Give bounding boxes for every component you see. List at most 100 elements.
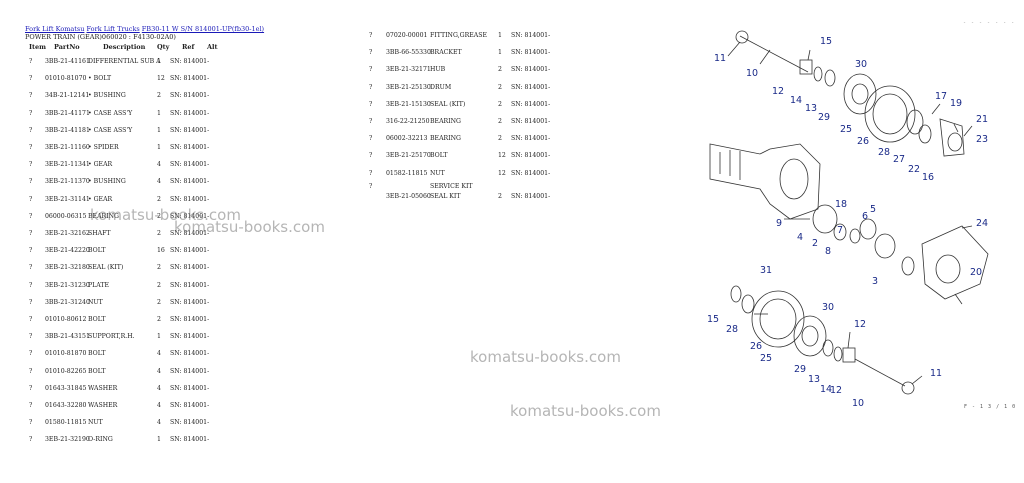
row-partno[interactable]: 3EB-21-32190 <box>45 436 90 444</box>
row-item: ? <box>29 436 33 444</box>
callout[interactable]: 30 <box>822 302 834 313</box>
callout[interactable]: 22 <box>908 164 920 175</box>
callout[interactable]: 9 <box>776 218 782 229</box>
row-ref: SN: 814001- <box>511 83 551 91</box>
row-description: WASHER <box>88 384 118 392</box>
row-partno[interactable]: 3EB-21-11370 <box>45 178 90 186</box>
callout[interactable]: 7 <box>837 225 843 236</box>
row-qty: 2 <box>157 316 161 323</box>
callout[interactable]: 10 <box>746 68 758 79</box>
kit-partno[interactable]: 3EB-21-05060 <box>386 193 431 200</box>
callout[interactable]: 30 <box>855 59 867 70</box>
row-partno[interactable]: 3EB-21-25170 <box>386 152 431 160</box>
row-description: SEAL (KIT) <box>88 264 124 272</box>
row-qty: 2 <box>157 92 161 100</box>
row-qty: 2 <box>157 264 161 272</box>
row-qty: 12 <box>157 75 165 83</box>
callout[interactable]: 23 <box>976 134 988 145</box>
callout[interactable]: 2 <box>812 238 818 249</box>
row-partno[interactable]: 316-22-21250 <box>386 118 430 125</box>
row-partno[interactable]: 01580-11815 <box>45 419 87 427</box>
callout[interactable]: 4 <box>797 232 803 243</box>
callout[interactable]: 14 <box>820 384 832 395</box>
callout[interactable]: 16 <box>922 172 934 183</box>
watermark: komatsu-books.com <box>90 206 241 224</box>
row-ref: SN: 814001- <box>170 126 210 134</box>
row-partno[interactable]: 01582-11815 <box>386 169 428 177</box>
breadcrumb-link-model[interactable]: FB30-11 W S/N 814001-UP(fb30-1el) <box>141 25 265 33</box>
row-partno[interactable]: 3BB-21-31240 <box>45 298 90 306</box>
callout[interactable]: 29 <box>818 112 830 123</box>
row-partno[interactable]: 3BB-21-41181 <box>45 126 90 134</box>
callout[interactable]: 26 <box>857 136 869 147</box>
row-partno[interactable]: 3EB-21-31230 <box>45 281 90 289</box>
callout[interactable]: 11 <box>714 53 726 64</box>
callout[interactable]: 17 <box>935 91 947 102</box>
callout[interactable]: 14 <box>790 95 802 106</box>
row-partno[interactable]: 3EB-21-42220 <box>45 247 90 255</box>
row-partno[interactable]: 3EB-21-32162 <box>45 230 90 237</box>
row-partno[interactable]: 3EB-21-25130 <box>386 83 431 91</box>
row-partno[interactable]: 3BB-21-41161 <box>45 58 90 65</box>
callout[interactable]: 20 <box>970 267 982 278</box>
callout[interactable]: 6 <box>862 211 868 222</box>
callout[interactable]: 8 <box>825 246 831 257</box>
row-qty: 2 <box>498 83 502 91</box>
callout[interactable]: 26 <box>750 341 762 352</box>
callout[interactable]: 21 <box>976 114 988 125</box>
callout[interactable]: 28 <box>878 147 890 158</box>
callout[interactable]: 13 <box>805 103 817 114</box>
row-partno[interactable]: 34B-21-12141 <box>45 92 90 100</box>
row-partno[interactable]: 06002-32213 <box>386 135 428 143</box>
callout[interactable]: 12 <box>830 385 842 396</box>
callout[interactable]: 25 <box>760 353 772 364</box>
row-partno[interactable]: 3BB-21-41171 <box>45 109 90 117</box>
callout[interactable]: 29 <box>794 364 806 375</box>
row-partno[interactable]: 01643-31845 <box>45 384 87 392</box>
row-partno[interactable]: 01010-82265 <box>45 367 87 375</box>
callout[interactable]: 27 <box>893 154 905 165</box>
row-item: ? <box>29 298 33 306</box>
row-partno[interactable]: 3EB-21-32180 <box>45 264 90 272</box>
row-partno[interactable]: 3EB-21-15130 <box>386 100 431 108</box>
row-partno[interactable]: 3EB-21-32171 <box>386 66 431 74</box>
row-partno[interactable]: 01010-81870 <box>45 350 87 358</box>
row-partno[interactable]: 3EB-21-11341 <box>45 161 90 169</box>
callout[interactable]: 5 <box>870 204 876 215</box>
breadcrumb-link-category[interactable]: Fork Lift Trucks <box>86 25 140 33</box>
callout[interactable]: 12 <box>772 86 784 97</box>
row-ref: SN: 814001- <box>170 316 210 323</box>
callout[interactable]: 15 <box>820 36 832 47</box>
row-partno[interactable]: 3EB-21-31141 <box>45 195 90 203</box>
callout[interactable]: 13 <box>808 374 820 385</box>
callout[interactable]: 25 <box>840 124 852 135</box>
row-ref: SN: 814001- <box>170 178 210 186</box>
breadcrumb-link-brand[interactable]: Fork Lift Komatsu <box>25 25 85 33</box>
callout[interactable]: 15 <box>707 314 719 325</box>
row-partno[interactable]: 3BB-66-55330 <box>386 49 431 57</box>
row-partno[interactable]: 07020-00001 <box>386 32 428 39</box>
row-partno[interactable]: 3EB-21-11160 <box>45 144 90 151</box>
callout[interactable]: 24 <box>976 218 988 229</box>
row-partno[interactable]: 06000-06315 <box>45 212 87 220</box>
callout[interactable]: 31 <box>760 265 772 276</box>
row-description: • SPIDER <box>88 144 119 151</box>
callout[interactable]: 12 <box>854 319 866 330</box>
exploded-parts-diagram: 11 10 15 12 14 13 29 30 25 26 17 19 21 2… <box>707 30 989 409</box>
row-partno[interactable]: 01643-32280 <box>45 402 87 409</box>
callout[interactable]: 10 <box>852 398 864 409</box>
row-item: ? <box>369 49 373 57</box>
row-item: ? <box>29 126 33 134</box>
callout[interactable]: 3 <box>872 276 878 287</box>
row-partno[interactable]: 3BB-21-43151 <box>45 333 90 341</box>
row-partno[interactable]: 01010-81070 <box>45 75 87 83</box>
callout[interactable]: 11 <box>930 368 942 379</box>
callout[interactable]: 18 <box>835 199 847 210</box>
row-description: • GEAR <box>88 195 113 203</box>
callout[interactable]: 28 <box>726 324 738 335</box>
callout[interactable]: 19 <box>950 98 962 109</box>
row-partno[interactable]: 01010-80612 <box>45 316 87 323</box>
